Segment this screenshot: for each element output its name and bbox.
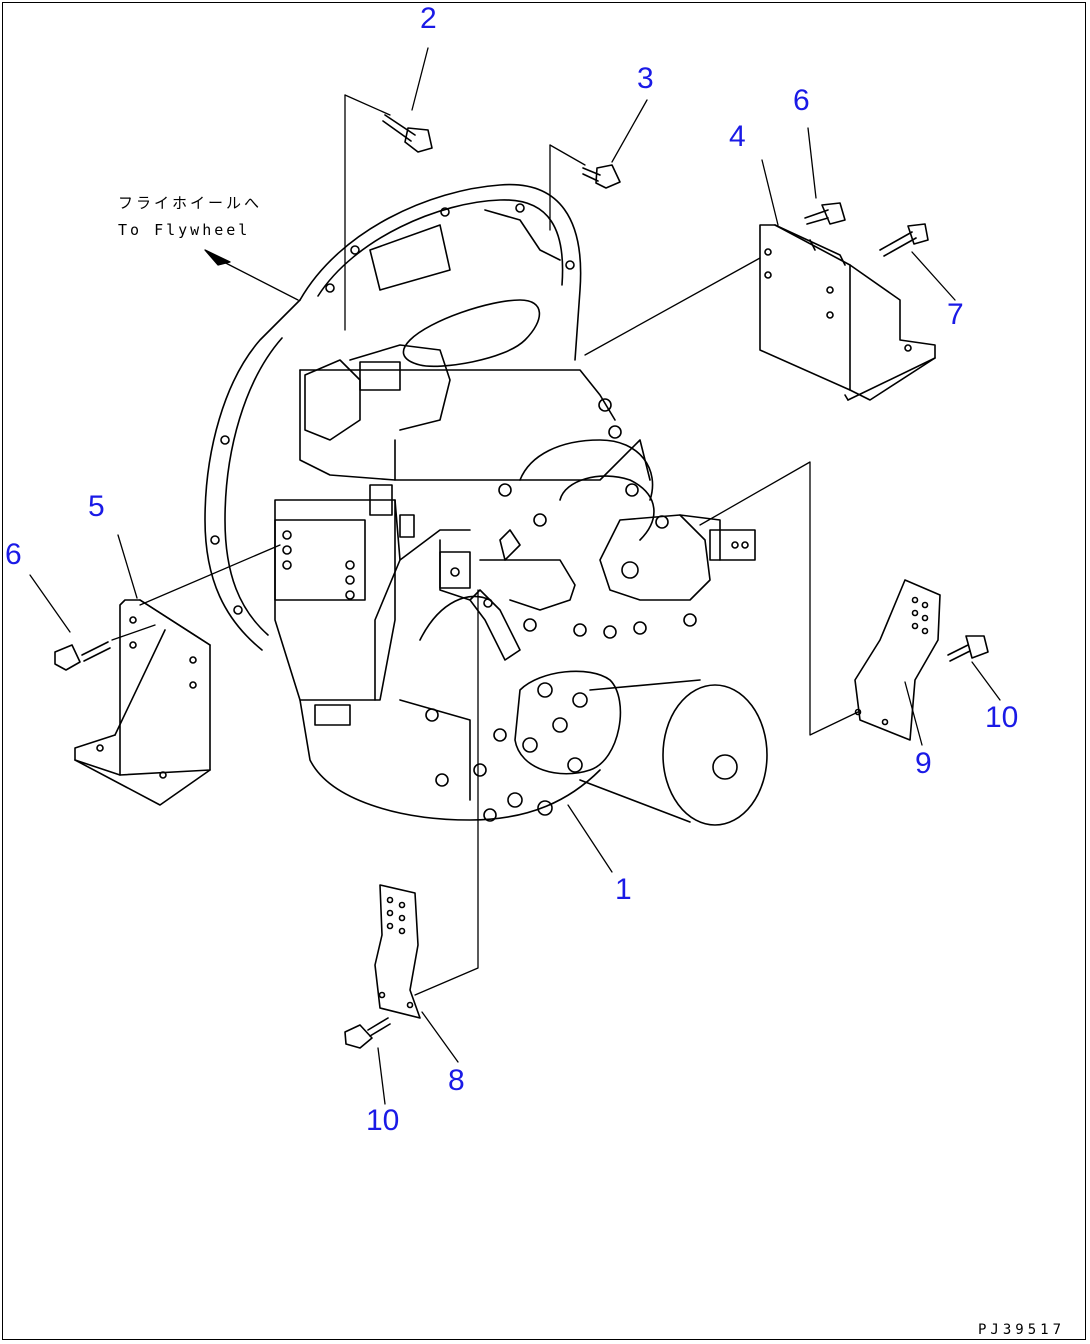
- bracket-4: [759, 224, 936, 401]
- callout-leaders: [29, 47, 1001, 1105]
- assembly-lines: [111, 94, 859, 996]
- callout-9: 9: [915, 747, 932, 780]
- callout-5: 5: [88, 490, 105, 523]
- callout-4: 4: [729, 120, 746, 153]
- bracket-5: [74, 599, 211, 806]
- callout-6-left: 6: [5, 538, 22, 571]
- callout-7: 7: [947, 298, 964, 331]
- bolt-6-left: [54, 641, 111, 671]
- callout-8: 8: [448, 1064, 465, 1097]
- callout-3: 3: [637, 62, 654, 95]
- bolt-2: [382, 114, 433, 153]
- bolt-10-lower: [344, 1017, 391, 1049]
- bolt-6-upper: [804, 202, 846, 225]
- plate-8: [374, 884, 421, 1019]
- callout-10-lower: 10: [366, 1104, 400, 1137]
- bolt-3: [582, 164, 621, 189]
- callout-10-right: 10: [985, 701, 1019, 734]
- plate-9: [854, 579, 941, 741]
- callout-6-upper: 6: [793, 84, 810, 117]
- bolt-10-right: [947, 635, 989, 662]
- callout-1: 1: [615, 873, 632, 906]
- note-japanese: フライホイールへ: [118, 194, 263, 212]
- callout-2: 2: [420, 2, 437, 35]
- flywheel-housing: [204, 183, 582, 651]
- output-cylinder: [425, 618, 768, 826]
- note-english: To Flywheel: [118, 221, 251, 239]
- control-valve: [439, 398, 756, 627]
- bolt-7: [879, 223, 929, 257]
- transmission-case: [274, 344, 651, 821]
- shift-lever: [469, 529, 576, 661]
- drawing-code: PJ39517: [978, 1322, 1066, 1338]
